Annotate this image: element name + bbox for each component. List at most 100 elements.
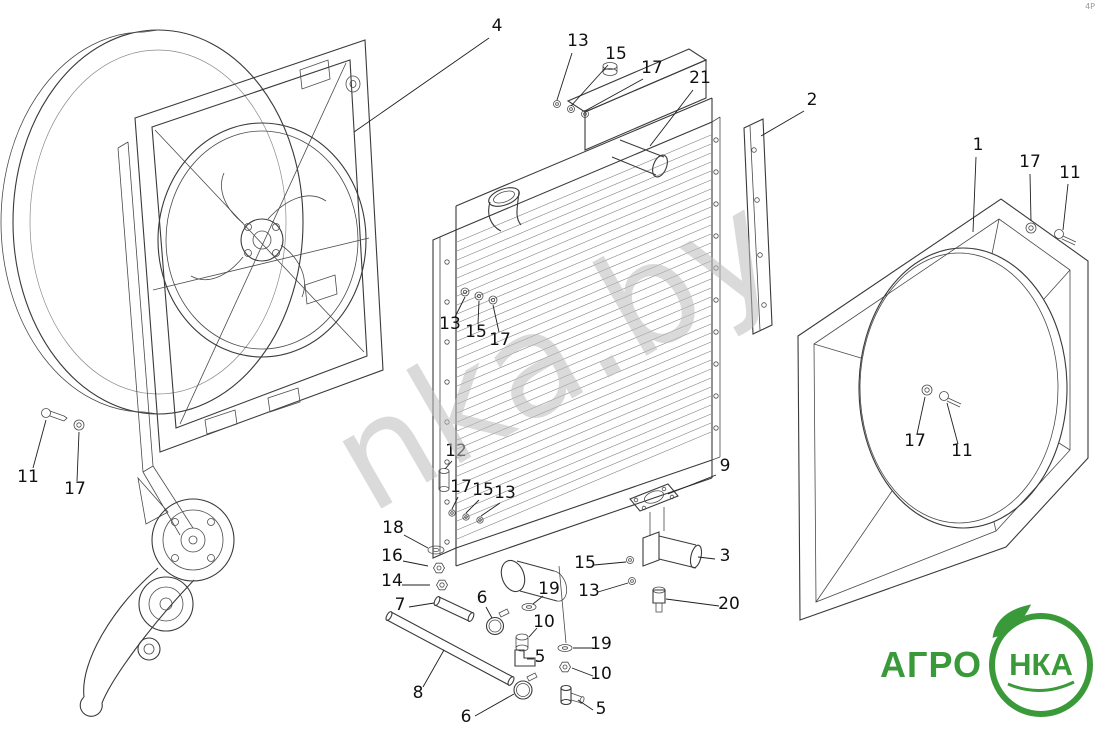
leader-line-13: [480, 502, 501, 517]
callout-number-17: 17: [489, 330, 511, 350]
callout-number-11: 11: [1059, 163, 1081, 183]
callout-number-3: 3: [720, 546, 731, 566]
callout-number-16: 16: [381, 546, 403, 566]
callout-number-11: 11: [17, 467, 39, 487]
fan-frame: [117, 39, 384, 473]
callout-number-17: 17: [1019, 152, 1041, 172]
expansion-tank: [566, 48, 708, 178]
leader-line-11: [32, 419, 47, 469]
leader-line-6: [485, 606, 493, 619]
leader-line-11: [946, 402, 959, 445]
callout-number-14: 14: [381, 571, 403, 591]
logo-circle: НКА: [989, 604, 1093, 717]
leader-line-17: [1029, 173, 1032, 222]
callout-number-9: 9: [720, 456, 731, 476]
drain-valve-sensor: [652, 586, 666, 613]
hose-clamps: [485, 608, 538, 700]
bottom-outlet-pipe: [500, 559, 568, 611]
callout-number-13: 13: [494, 483, 516, 503]
drain-fittings: [514, 565, 585, 706]
callout-number-10: 10: [533, 612, 555, 632]
leader-line-15: [593, 561, 627, 566]
leader-line-10: [571, 667, 594, 677]
leader-line-3: [697, 556, 716, 560]
callout-number-15: 15: [465, 322, 487, 342]
leader-line-15: [570, 64, 609, 107]
callout-number-1: 1: [973, 135, 984, 155]
callout-number-7: 7: [395, 595, 406, 615]
leader-line-18: [403, 534, 429, 549]
leader-line-4: [353, 37, 490, 133]
swoosh-icon: [1007, 680, 1075, 693]
leader-line-13: [597, 582, 629, 593]
hose-tubes: [385, 596, 515, 686]
mounting-bracket: [743, 118, 773, 335]
leader-line-12: [444, 460, 453, 470]
leader-line-20: [665, 598, 720, 607]
callout-number-13: 13: [439, 314, 461, 334]
agro-nka-logo: АГРО НКА: [880, 604, 1093, 717]
callout-number-17: 17: [641, 58, 663, 78]
callout-number-11: 11: [951, 441, 973, 461]
leader-line-5: [577, 699, 594, 711]
callout-number-2: 2: [807, 90, 818, 110]
radiator-assembly: [385, 48, 773, 706]
leader-line-13: [556, 52, 573, 101]
callout-number-13: 13: [578, 581, 600, 601]
callout-number-18: 18: [382, 518, 404, 538]
fan-shroud-panel: [797, 198, 1089, 621]
leader-line-17: [916, 396, 926, 435]
leader-line-21: [649, 89, 694, 147]
callout-number-8: 8: [413, 683, 424, 703]
logo-text-nka: НКА: [1009, 647, 1073, 682]
leader-line-17: [492, 304, 500, 333]
washer-nut-stack: [427, 545, 448, 591]
side-mounting-plate: [432, 229, 457, 559]
callout-number-19: 19: [538, 579, 560, 599]
leader-line-17: [76, 431, 80, 482]
fan: [157, 122, 367, 358]
leader-line-16: [402, 560, 429, 567]
callout-number-15: 15: [574, 553, 596, 573]
callout-number-17: 17: [904, 431, 926, 451]
callout-number-17: 17: [64, 479, 86, 499]
leader-line-8: [422, 649, 445, 688]
callout-number-4: 4: [492, 16, 503, 36]
leader-line-1: [972, 156, 977, 233]
bolt-and-washer-left: [41, 408, 85, 431]
inlet-elbow-pipe: [488, 187, 522, 232]
callout-number-20: 20: [718, 594, 740, 614]
callout-number-12: 12: [445, 441, 467, 461]
callout-number-15: 15: [472, 480, 494, 500]
callout-number-13: 13: [567, 31, 589, 51]
callout-number-15: 15: [605, 44, 627, 64]
leader-line-10: [528, 627, 538, 638]
callout-number-6: 6: [477, 588, 488, 608]
logo-text-agro: АГРО: [880, 644, 982, 685]
leader-line-19: [532, 595, 544, 605]
small-fasteners-side: [438, 287, 498, 524]
corner-artifact-text: 4P: [1085, 2, 1095, 11]
leader-line-13: [454, 296, 466, 318]
leader-line-17: [584, 78, 644, 112]
callout-number-10: 10: [590, 664, 612, 684]
fan-frame-assembly: [0, 29, 384, 717]
leader-line-7: [408, 602, 435, 608]
callout-number-5: 5: [535, 647, 546, 667]
leader-line-11: [1062, 183, 1069, 231]
callout-number-19: 19: [590, 634, 612, 654]
leader-line-15: [477, 300, 480, 325]
leader-line-17: [451, 496, 459, 510]
pulley-belt-drive: [79, 465, 235, 717]
fan-drum: [0, 29, 304, 415]
leaf-icon: [992, 604, 1032, 638]
callout-number-17: 17: [450, 477, 472, 497]
leader-line-6: [474, 693, 515, 717]
leader-line-15: [465, 499, 480, 514]
outlet-flange-and-pipe: [626, 483, 703, 585]
leader-line-9: [667, 474, 717, 495]
callout-number-21: 21: [689, 68, 711, 88]
